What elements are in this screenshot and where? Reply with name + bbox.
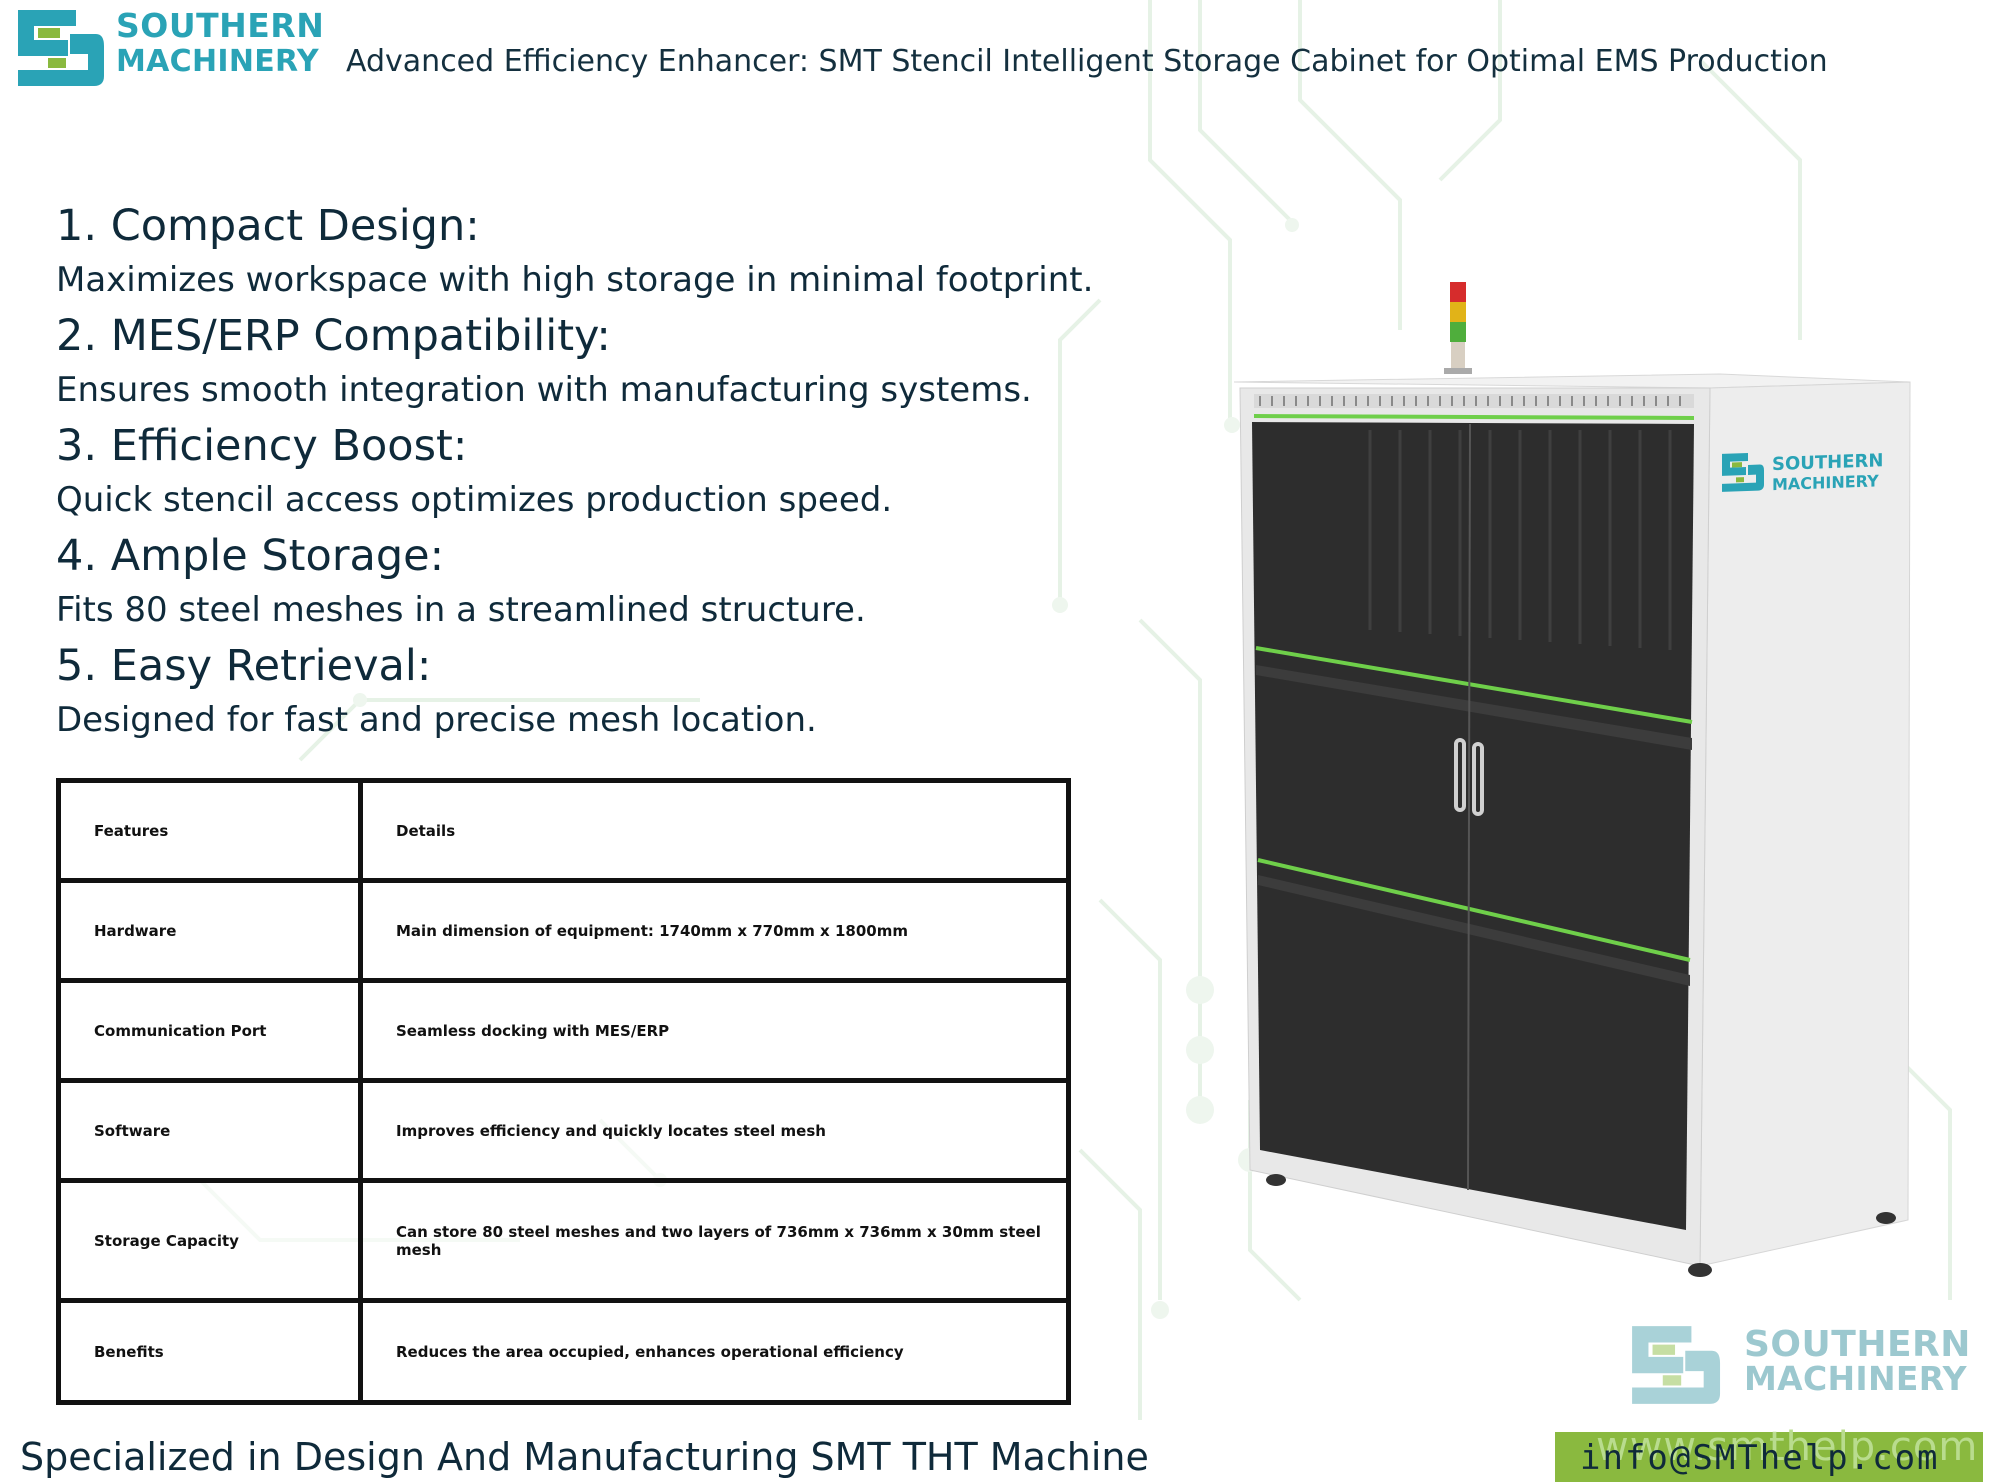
feature-heading: 3. Efficiency Boost:: [56, 421, 468, 471]
feature-description: Fits 80 steel meshes in a streamlined st…: [56, 590, 866, 630]
bottom-brand-line2: MACHINERY: [1744, 1359, 1967, 1398]
table-header-cell: Details: [358, 778, 1071, 883]
feature-item: 2. MES/ERP Compatibility: Ensures smooth…: [56, 308, 1236, 416]
bottom-brand-logo: SOUTHERN MACHINERY: [1618, 1318, 1988, 1408]
table-cell-feature: Software: [56, 1078, 363, 1183]
table-cell-detail: Main dimension of equipment: 1740mm x 77…: [358, 878, 1071, 983]
signal-light-green: [1450, 322, 1466, 342]
signal-light-red: [1450, 282, 1466, 302]
contact-email[interactable]: info@SMThelp.com: [1580, 1438, 1940, 1478]
brand-name-line2: MACHINERY: [116, 44, 319, 79]
table-row: Storage Capacity Can store 80 steel mesh…: [56, 1178, 1071, 1303]
table-header-row: Features Details: [56, 778, 1071, 883]
table-row: Hardware Main dimension of equipment: 17…: [56, 878, 1071, 983]
table-cell-feature: Communication Port: [56, 978, 363, 1083]
brand-logo-icon: [18, 10, 104, 86]
stencil-storage-cabinet-image: SOUTHERN MACHINERY: [1233, 282, 1911, 1277]
footer-tagline: Specialized in Design And Manufacturing …: [20, 1435, 1149, 1479]
feature-heading: 1. Compact Design:: [56, 201, 480, 251]
cabinet-logo-line2: MACHINERY: [1772, 471, 1879, 494]
feature-description: Ensures smooth integration with manufact…: [56, 370, 1032, 410]
feature-item: 1. Compact Design: Maximizes workspace w…: [56, 198, 1236, 306]
door-handle-left: [1454, 738, 1466, 812]
bottom-brand-logo-icon: [1632, 1326, 1721, 1404]
feature-description: Maximizes workspace with high storage in…: [56, 260, 1094, 300]
table-cell-feature: Benefits: [56, 1298, 363, 1405]
table-row: Benefits Reduces the area occupied, enha…: [56, 1298, 1071, 1405]
table-cell-feature: Storage Capacity: [56, 1178, 363, 1303]
cabinet-logo: SOUTHERN MACHINERY: [1722, 450, 1883, 494]
feature-description: Designed for fast and precise mesh locat…: [56, 700, 817, 740]
signal-light-yellow: [1450, 302, 1466, 322]
table-cell-feature: Hardware: [56, 878, 363, 983]
brand-name-line1: SOUTHERN: [116, 6, 325, 45]
table-cell-detail: Reduces the area occupied, enhances oper…: [358, 1298, 1071, 1405]
page-title: Advanced Efficiency Enhancer: SMT Stenci…: [346, 44, 1828, 79]
table-header-cell: Features: [56, 778, 363, 883]
feature-item: 4. Ample Storage: Fits 80 steel meshes i…: [56, 528, 1236, 636]
feature-heading: 4. Ample Storage:: [56, 531, 445, 581]
page-header: SOUTHERN MACHINERY Advanced Efficiency E…: [0, 0, 2000, 100]
cabinet-logo-line1: SOUTHERN: [1772, 450, 1883, 475]
feature-list: 1. Compact Design: Maximizes workspace w…: [56, 198, 1236, 748]
door-handle-right: [1472, 742, 1484, 816]
feature-item: 3. Efficiency Boost: Quick stencil acces…: [56, 418, 1236, 526]
table-cell-detail: Can store 80 steel meshes and two layers…: [358, 1178, 1071, 1303]
feature-item: 5. Easy Retrieval: Designed for fast and…: [56, 638, 1236, 746]
feature-heading: 5. Easy Retrieval:: [56, 641, 432, 691]
bottom-brand-line1: SOUTHERN: [1744, 1324, 1971, 1365]
brand-logo: SOUTHERN MACHINERY: [8, 2, 338, 92]
table-cell-detail: Improves efficiency and quickly locates …: [358, 1078, 1071, 1183]
feature-heading: 2. MES/ERP Compatibility:: [56, 311, 611, 361]
feature-description: Quick stencil access optimizes productio…: [56, 480, 893, 520]
email-banner: [1555, 1432, 1983, 1482]
table-cell-detail: Seamless docking with MES/ERP: [358, 978, 1071, 1083]
table-row: Software Improves efficiency and quickly…: [56, 1078, 1071, 1183]
table-row: Communication Port Seamless docking with…: [56, 978, 1071, 1083]
website-watermark: www.smthelp.com: [1596, 1424, 1979, 1470]
spec-table: Features Details Hardware Main dimension…: [56, 778, 1071, 1405]
